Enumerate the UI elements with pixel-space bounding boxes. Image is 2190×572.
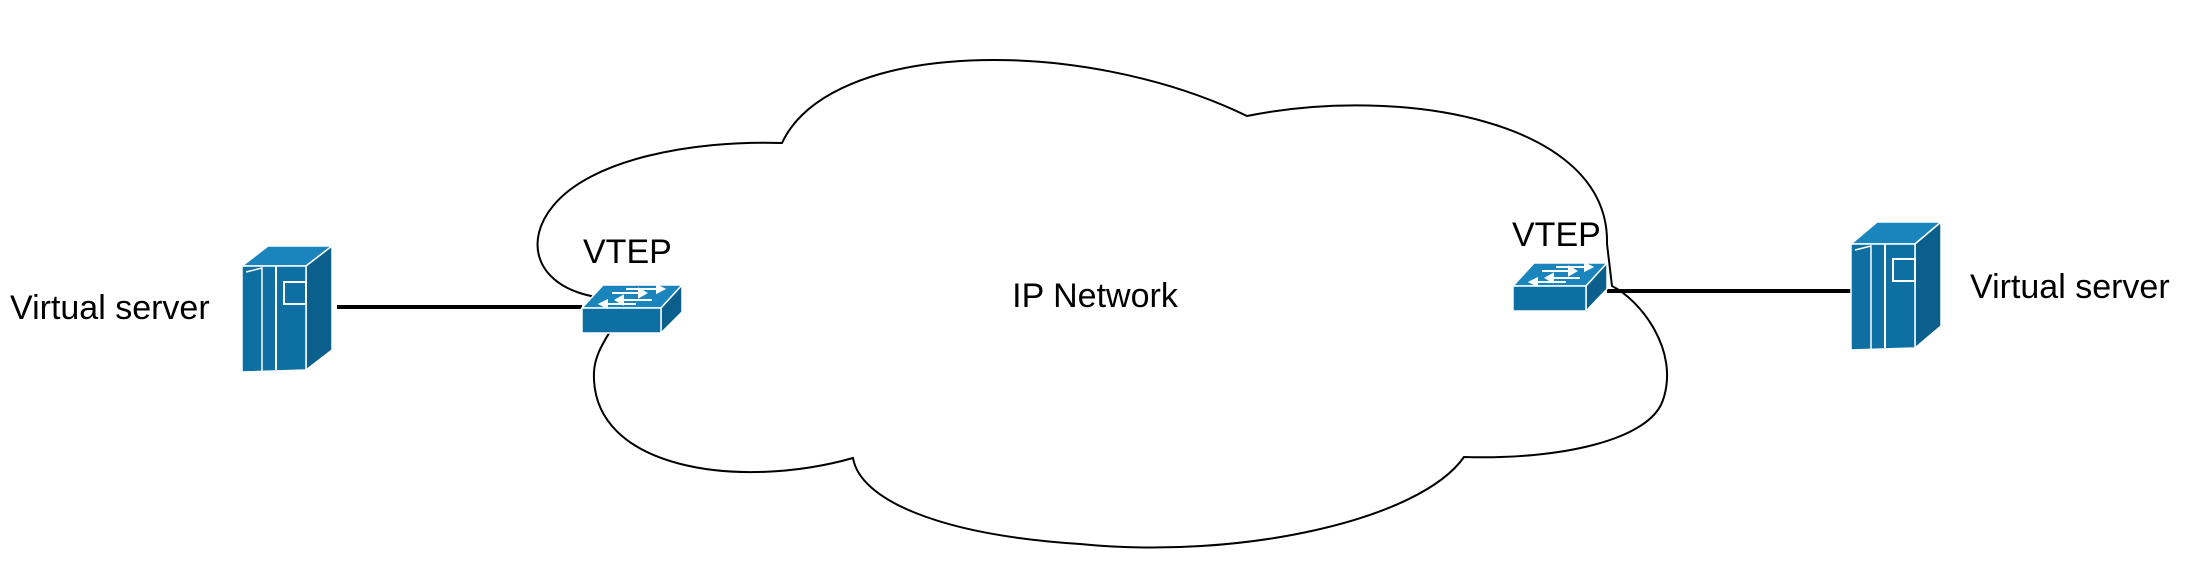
left-virtual-server: Virtual server — [10, 244, 335, 373]
layer2-switch-icon — [1511, 261, 1609, 313]
layer2-switch-icon — [580, 283, 684, 335]
left-server-label: Virtual server — [10, 289, 210, 327]
right-virtual-server: Virtual server — [1848, 220, 2170, 351]
server-tower-icon — [239, 244, 335, 373]
ip-network-cloud: IP Network — [536, 58, 1669, 549]
right-vtep: VTEP — [1511, 216, 1609, 313]
network-label: IP Network — [1012, 277, 1179, 315]
right-vtep-label: VTEP — [1512, 216, 1601, 254]
server-tower-icon — [1848, 220, 1944, 351]
right-server-label: Virtual server — [1970, 268, 2170, 306]
left-vtep: VTEP — [580, 233, 684, 335]
left-vtep-label: VTEP — [583, 233, 672, 271]
cloud-icon — [536, 58, 1669, 549]
